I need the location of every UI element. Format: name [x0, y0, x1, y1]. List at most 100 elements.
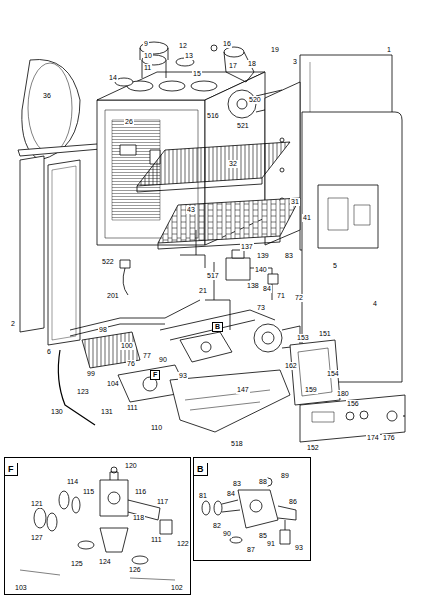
callout-number: 12 — [178, 42, 188, 50]
callout-number: 81 — [198, 492, 208, 500]
callout-number: 87 — [246, 546, 256, 554]
callout-number: 71 — [276, 292, 286, 300]
callout-number: 93 — [294, 544, 304, 552]
callout-number: 77 — [142, 352, 152, 360]
inset-frame: F — [4, 457, 191, 595]
callout-number: 2 — [10, 320, 16, 328]
callout-number: 154 — [326, 370, 340, 378]
callout-number: 1 — [386, 46, 392, 54]
callout-number: 86 — [288, 498, 298, 506]
callout-number: 21 — [198, 287, 208, 295]
callout-number: 518 — [230, 440, 244, 448]
callout-number: 174 — [366, 434, 380, 442]
callout-number: 100 — [120, 342, 134, 350]
callout-number: 122 — [176, 540, 190, 548]
callout-number: 104 — [106, 380, 120, 388]
callout-number: 153 — [296, 334, 310, 342]
inset-frame: B — [193, 457, 311, 561]
callout-number: 117 — [156, 498, 169, 506]
callout-number: 84 — [262, 285, 272, 293]
callout-number: 19 — [270, 46, 280, 54]
callout-number: 5 — [332, 262, 338, 270]
callout-number: 123 — [76, 388, 90, 396]
callout-number: 72 — [294, 294, 304, 302]
callout-number: 32 — [228, 160, 238, 168]
callout-number: 9 — [143, 40, 149, 48]
callout-number: 85 — [258, 532, 268, 540]
callout-number: 116 — [134, 488, 147, 496]
callout-number: 31 — [290, 198, 300, 206]
callout-number: 517 — [206, 272, 220, 280]
callout-number: 159 — [304, 386, 318, 394]
inset-letter: F — [5, 463, 18, 476]
callout-number: 131 — [100, 408, 114, 416]
detail-marker: B — [212, 322, 223, 332]
callout-number: 103 — [14, 584, 28, 592]
callout-number: 137 — [240, 243, 254, 251]
callout-number: 26 — [124, 118, 134, 126]
callout-number: 115 — [82, 488, 95, 496]
callout-number: 130 — [50, 408, 64, 416]
callout-number: 125 — [70, 560, 84, 568]
callout-number: 6 — [46, 348, 52, 356]
callout-number: 156 — [346, 400, 360, 408]
callout-number: 147 — [236, 386, 250, 394]
callout-number: 522 — [101, 258, 115, 266]
callout-number: 13 — [184, 52, 194, 60]
callout-number: 11 — [143, 64, 152, 72]
callout-number: 3 — [292, 58, 298, 66]
callout-number: 139 — [256, 252, 270, 260]
callout-number: 76 — [126, 360, 136, 368]
callout-number: 151 — [318, 330, 332, 338]
callout-number: 15 — [192, 70, 202, 78]
callout-number: 114 — [66, 478, 79, 486]
callout-number: 14 — [108, 74, 118, 82]
callout-number: 176 — [382, 434, 396, 442]
callout-number: 98 — [98, 326, 108, 334]
callout-number: 124 — [98, 558, 112, 566]
callout-number: 111 — [150, 536, 163, 544]
callout-number: 83 — [232, 480, 242, 488]
callout-number: 140 — [254, 266, 268, 274]
callout-number: 73 — [256, 304, 266, 312]
callout-number: 89 — [280, 472, 290, 480]
callout-number: 16 — [222, 40, 232, 48]
callout-number: 4 — [372, 300, 378, 308]
callout-number: 93 — [178, 372, 188, 380]
callout-number: 118 — [132, 514, 145, 522]
callout-number: 36 — [42, 92, 52, 100]
inset-letter: B — [194, 463, 208, 476]
callout-number: 82 — [212, 522, 222, 530]
callout-number: 90 — [222, 530, 232, 538]
callout-number: 91 — [266, 540, 276, 548]
callout-number: 99 — [86, 370, 96, 378]
callout-number: 180 — [336, 390, 350, 398]
callout-number: 138 — [246, 282, 260, 290]
callout-number: 120 — [124, 462, 138, 470]
callout-number: 88 — [258, 478, 268, 486]
callout-number: 520 — [248, 96, 262, 104]
callout-number: 84 — [226, 490, 236, 498]
callout-number: 90 — [158, 356, 168, 364]
callout-number: 10 — [143, 52, 153, 60]
callout-number: 17 — [228, 62, 238, 70]
callout-number: 162 — [284, 362, 298, 370]
callout-number: 126 — [128, 566, 142, 574]
callout-number: 41 — [302, 214, 312, 222]
callout-number: 152 — [306, 444, 320, 452]
callout-number: 83 — [284, 252, 294, 260]
callout-number: 201 — [106, 292, 120, 300]
callout-number: 127 — [30, 534, 44, 542]
callout-number: 111 — [126, 404, 139, 412]
callout-number: 43 — [186, 206, 196, 214]
detail-marker: F — [150, 370, 160, 380]
callout-number: 521 — [236, 122, 250, 130]
callout-number: 18 — [247, 60, 257, 68]
callout-number: 102 — [170, 584, 184, 592]
callout-number: 110 — [150, 424, 163, 432]
callout-number: 516 — [206, 112, 220, 120]
callout-number: 121 — [30, 500, 44, 508]
